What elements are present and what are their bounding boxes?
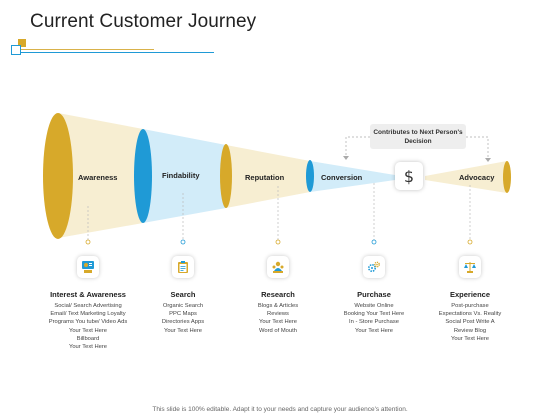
- dollar-icon: $: [395, 162, 423, 190]
- column-title: Interest & Awareness: [50, 290, 126, 299]
- column-line: Review Blog: [453, 327, 487, 334]
- drop-dot-3: [275, 239, 281, 245]
- column-line: Your Text Here: [258, 319, 298, 326]
- drop-dot-2: [180, 239, 186, 245]
- stage-label-advocacy: Advocacy: [459, 173, 495, 182]
- column-line: PPC Maps: [169, 311, 197, 318]
- column-line: Email/ Text Marketing Loyalty: [50, 311, 126, 318]
- column-line: Expectations Vs. Reality: [438, 311, 502, 318]
- column-line: Your Text Here: [354, 327, 394, 334]
- column-title: Experience: [449, 290, 491, 299]
- funnel-ring-findability: [134, 129, 152, 223]
- column-line: Social/ Search Advertising: [54, 303, 122, 309]
- column-title: Search: [170, 290, 196, 299]
- column-line: In - Store Purchase: [349, 319, 399, 326]
- column-line: Reviews: [267, 311, 289, 318]
- column-line: Organic Search: [162, 303, 204, 309]
- presentation-icon: [77, 256, 99, 278]
- column-search: Search Organic Search PPC Maps Directori…: [128, 290, 238, 335]
- column-line: Blogs & Articles: [257, 303, 299, 309]
- column-line: Word of Mouth: [259, 327, 297, 334]
- drop-dot-4: [371, 239, 377, 245]
- funnel-ring-conversion: [306, 160, 314, 192]
- stage-label-awareness: Awareness: [78, 173, 118, 182]
- team-icon: [267, 256, 289, 278]
- drop-dot-1: [85, 239, 91, 245]
- drop-dot-5: [467, 239, 473, 245]
- title-accent-outline-square: [11, 45, 21, 55]
- funnel-ring-advocacy: [503, 161, 511, 193]
- stage-label-findability: Findability: [162, 171, 200, 180]
- column-line: Your Text Here: [163, 327, 203, 334]
- column-line: Your Text Here: [68, 344, 108, 351]
- funnel-segment-findability: [143, 129, 226, 223]
- title-underline-blue: [14, 52, 214, 53]
- column-line: Programs You tube/ Video Ads: [48, 319, 128, 326]
- column-purchase: Purchase Website Online Booking Your Tex…: [319, 290, 429, 335]
- title-accent-square: [18, 39, 26, 47]
- column-research: Research Blogs & Articles Reviews Your T…: [223, 290, 333, 335]
- funnel-segment-awareness: [58, 113, 143, 238]
- column-title: Research: [261, 290, 295, 299]
- decision-connector-left: [345, 136, 370, 158]
- column-line: Booking Your Text Here: [343, 311, 405, 318]
- column-line: Directories Apps: [161, 319, 205, 326]
- funnel-segment-advocacy: [425, 161, 507, 193]
- scales-icon: [459, 256, 481, 278]
- funnel-ring-reputation: [220, 144, 232, 208]
- column-interest-awareness: Interest & Awareness Social/ Search Adve…: [33, 290, 143, 351]
- column-line: Website Online: [354, 303, 394, 309]
- clipboard-icon: [172, 256, 194, 278]
- title-underline-gold: [14, 49, 154, 50]
- gears-icon: [363, 256, 385, 278]
- page-title: Current Customer Journey: [30, 11, 257, 32]
- decision-box: Contributes to Next Person's Decision: [370, 124, 466, 149]
- column-experience: Experience Post-purchase Expectations Vs…: [415, 290, 525, 343]
- column-line: Your Text Here: [450, 335, 490, 342]
- funnel-segment-reputation: [226, 145, 310, 208]
- column-line: Post-purchase: [451, 303, 489, 309]
- decision-connector-right: [466, 136, 489, 160]
- stage-label-conversion: Conversion: [321, 173, 363, 182]
- funnel-segment-conversion: [310, 161, 395, 192]
- column-line: Your Text Here: [68, 327, 108, 334]
- stage-label-reputation: Reputation: [245, 173, 285, 182]
- footer-note: This slide is 100% editable. Adapt it to…: [152, 406, 408, 413]
- funnel-ring-awareness: [43, 113, 73, 239]
- column-line: Social Post Write A: [445, 319, 495, 326]
- column-line: Billboard: [76, 335, 100, 342]
- column-title: Purchase: [357, 290, 391, 299]
